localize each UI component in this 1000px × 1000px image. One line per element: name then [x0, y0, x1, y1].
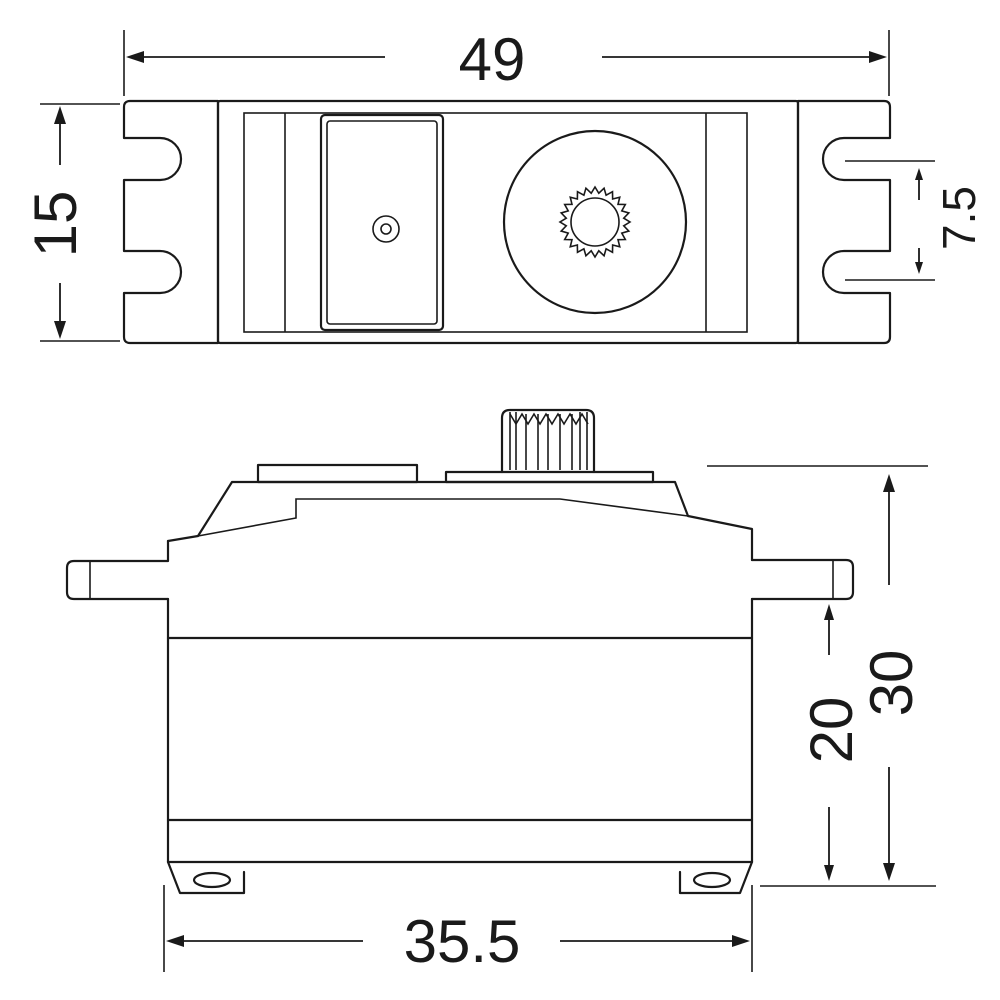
top-view [122, 99, 892, 345]
dim-hole-spacing: 7.5 [845, 160, 985, 281]
side-view [65, 408, 855, 895]
dim-body-height: 20 [760, 604, 936, 887]
output-spline-icon [558, 185, 632, 259]
left-mount-tab [122, 99, 220, 345]
top-cover [166, 480, 754, 562]
case-inner-frame [243, 112, 748, 333]
shaft-splines [509, 412, 589, 470]
dim-overall-length: 49 [123, 26, 890, 96]
dim-total-height: 30 [707, 465, 928, 881]
dim-label-49: 49 [459, 26, 526, 93]
top-pad-right [444, 470, 655, 484]
label-plate [319, 113, 445, 332]
dim-label-7-5: 7.5 [933, 186, 985, 250]
mount-flange-left [65, 539, 170, 601]
label-plate-inner [326, 120, 438, 325]
right-mount-tab [796, 99, 892, 345]
bottom-foot-left [166, 860, 246, 895]
output-shaft-core [570, 197, 620, 247]
dim-top-height: 15 [22, 103, 120, 342]
dim-label-30: 30 [858, 650, 925, 717]
adjust-screw-outer [372, 215, 400, 243]
top-cover-step [197, 498, 689, 537]
adjust-screw-inner [380, 223, 392, 235]
dim-label-35-5: 35.5 [404, 908, 521, 975]
dim-body-length: 35.5 [163, 885, 753, 975]
case-outline-top [216, 99, 800, 345]
output-shaft-side [500, 408, 596, 474]
output-boss [502, 129, 688, 315]
top-pad-left [256, 463, 419, 484]
bottom-foot-right [678, 860, 754, 895]
mount-flange-right [750, 558, 855, 601]
dim-label-20: 20 [798, 697, 865, 764]
bottom-screw-right [692, 871, 732, 889]
case-body-side [166, 597, 754, 864]
bottom-screw-left [192, 871, 232, 889]
dim-label-15: 15 [22, 191, 89, 258]
